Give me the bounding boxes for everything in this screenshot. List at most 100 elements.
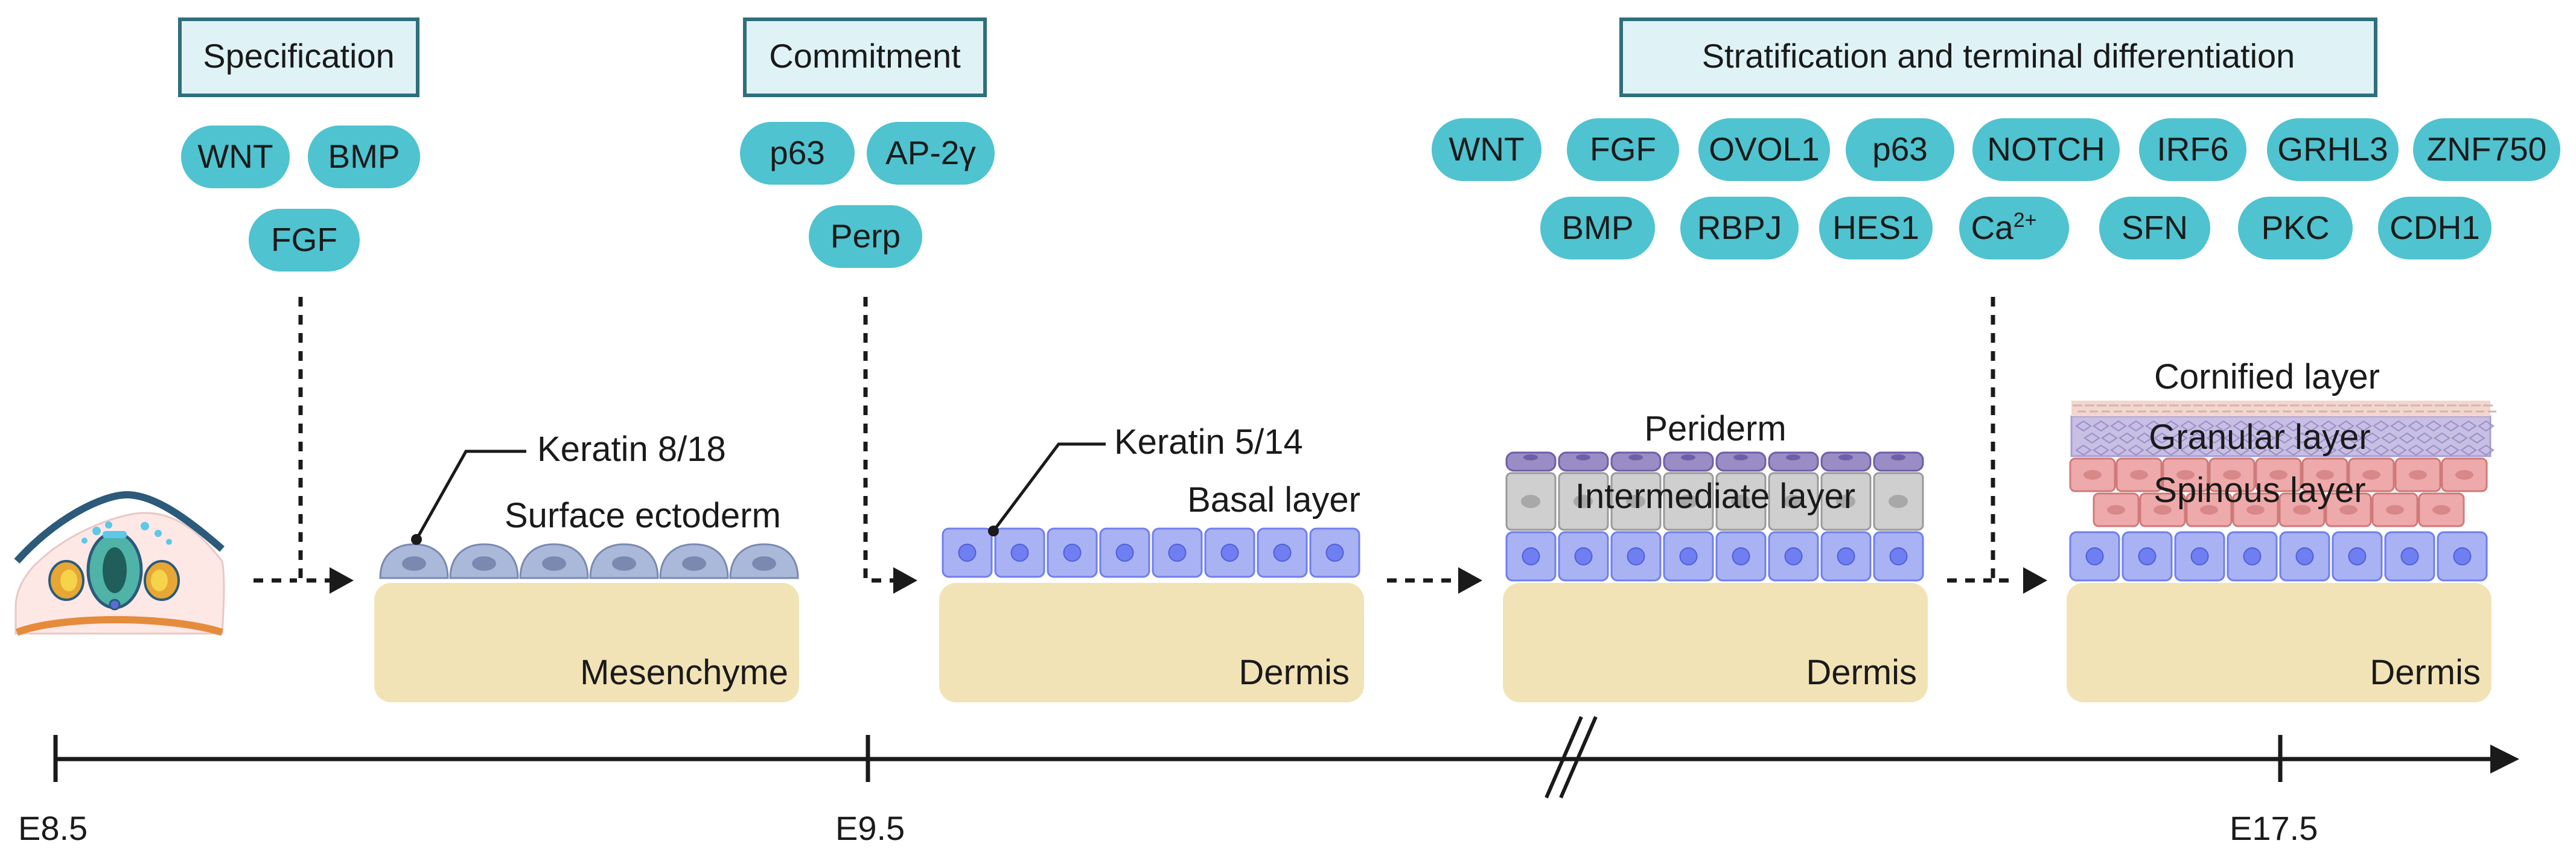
factor-pills-specification: WNT BMP FGF: [181, 126, 420, 272]
ca-base: Ca: [1971, 209, 2013, 246]
dashed-arrow: [298, 297, 343, 583]
periderm-cell: [1873, 451, 1924, 472]
factor-pill: [2378, 197, 2492, 259]
periderm-nucleus: [1786, 454, 1800, 460]
granule: [2373, 420, 2389, 432]
granule: [2145, 444, 2162, 456]
surface-cells: [379, 543, 799, 579]
arrowhead: [330, 567, 354, 594]
spinous-nucleus: [2316, 470, 2334, 480]
granule: [2110, 420, 2127, 432]
granule: [2294, 432, 2310, 444]
axis-break-mark: [1545, 716, 1583, 799]
factor-label: ZNF750: [2427, 130, 2547, 168]
granule: [2416, 432, 2433, 444]
granule: [2075, 420, 2092, 432]
keratin-pointer: [415, 450, 526, 541]
granule: [2303, 444, 2319, 456]
basal-layer-label: Basal layer: [1187, 480, 1360, 520]
granule: [2180, 420, 2197, 432]
spinous-nucleus: [2200, 505, 2218, 515]
intermediate-nucleus: [1573, 495, 1593, 508]
factor-pill: [308, 126, 420, 188]
stage-box-commitment: Commitment: [743, 17, 987, 97]
keratin-pointer-dot: [411, 534, 422, 545]
periderm-nucleus: [1523, 454, 1538, 460]
periderm-nucleus: [1576, 454, 1590, 460]
periderm-cells: [1505, 451, 1924, 472]
granule: [2390, 444, 2407, 456]
basal-nucleus: [1115, 544, 1134, 562]
tick-label-e8-5: E8.5: [18, 809, 88, 847]
basal-nucleus: [2295, 547, 2314, 565]
factor-pill: [2267, 118, 2399, 181]
timeline-arrowhead: [2490, 745, 2519, 774]
tick-label-e17-5: E17.5: [2230, 809, 2318, 847]
granule: [2373, 444, 2389, 456]
granule: [2381, 432, 2398, 444]
factor-label: FGF: [1590, 130, 1656, 168]
granule: [2320, 420, 2337, 432]
granule: [2276, 432, 2293, 444]
arrowhead: [1458, 567, 1482, 594]
spinous-nucleus: [2339, 505, 2358, 515]
factor-label: GRHL3: [2277, 130, 2388, 168]
cornified-layer-label: Cornified layer: [2154, 357, 2380, 396]
granule: [2198, 444, 2214, 456]
periderm-label: Periderm: [1644, 409, 1786, 448]
granule: [2478, 420, 2495, 432]
granule: [2101, 432, 2118, 444]
factor-pill: [1680, 197, 1799, 259]
factor-pill: [1972, 118, 2120, 181]
granule: [2163, 444, 2179, 456]
granule: [2460, 444, 2477, 456]
basal-nucleus: [1063, 544, 1082, 562]
basal-nucleus: [2400, 547, 2419, 565]
factor-label: WNT: [197, 138, 273, 175]
granule: [2346, 432, 2363, 444]
basal-nucleus: [1220, 544, 1239, 562]
spinous-nucleus: [2455, 470, 2473, 480]
granule: [2390, 420, 2407, 432]
granule: [2233, 444, 2249, 456]
granule: [2250, 444, 2267, 456]
granule: [2128, 420, 2144, 432]
dermis-tissue: [939, 583, 1364, 702]
factor-pill: [1698, 118, 1830, 181]
factor-label: BMP: [1561, 209, 1633, 246]
periderm-cell: [1610, 451, 1662, 472]
factor-label: Perp: [831, 217, 901, 255]
basal-nucleus: [2348, 547, 2367, 565]
factor-label: RBPJ: [1697, 209, 1782, 246]
granule: [2399, 432, 2415, 444]
cornified-band: [2071, 401, 2490, 416]
intermediate-nucleus: [1889, 495, 1908, 508]
basal-cells: [2069, 531, 2488, 582]
factor-pill: [1959, 197, 2069, 259]
basal-nucleus: [1784, 547, 1803, 565]
panel-periderm: Dermis Periderm Intermediate layer: [1503, 409, 1928, 702]
granule: [2198, 420, 2214, 432]
factor-pill: [1819, 197, 1933, 259]
factor-pill: [809, 205, 922, 268]
granule: [2338, 420, 2354, 432]
keratin-pointer-dot: [988, 526, 999, 536]
factor-label: Ca2+: [1971, 209, 2036, 246]
intermediate-nucleus: [1679, 495, 1698, 508]
surface-ectoderm-label: Surface ectoderm: [505, 496, 781, 535]
keratin-label: Keratin 8/18: [537, 430, 726, 469]
factor-pill: [740, 122, 855, 185]
granule: [2329, 432, 2345, 444]
basal-nucleus: [1889, 547, 1908, 565]
spinous-nucleus: [2083, 470, 2102, 480]
granule: [2285, 444, 2302, 456]
spinous-nucleus: [2432, 505, 2450, 515]
periderm-cell: [1558, 451, 1609, 472]
granule: [2443, 420, 2460, 432]
tick-label-e9-5: E9.5: [835, 809, 905, 847]
intermediate-nucleus: [1784, 495, 1803, 508]
panel-surface-ectoderm: Mesenchyme Keratin 8/18 Surface ectoderm: [374, 430, 799, 702]
spinous-nucleus: [2107, 505, 2125, 515]
periderm-cell: [1715, 451, 1767, 472]
dermis-label: Dermis: [1806, 653, 1917, 692]
